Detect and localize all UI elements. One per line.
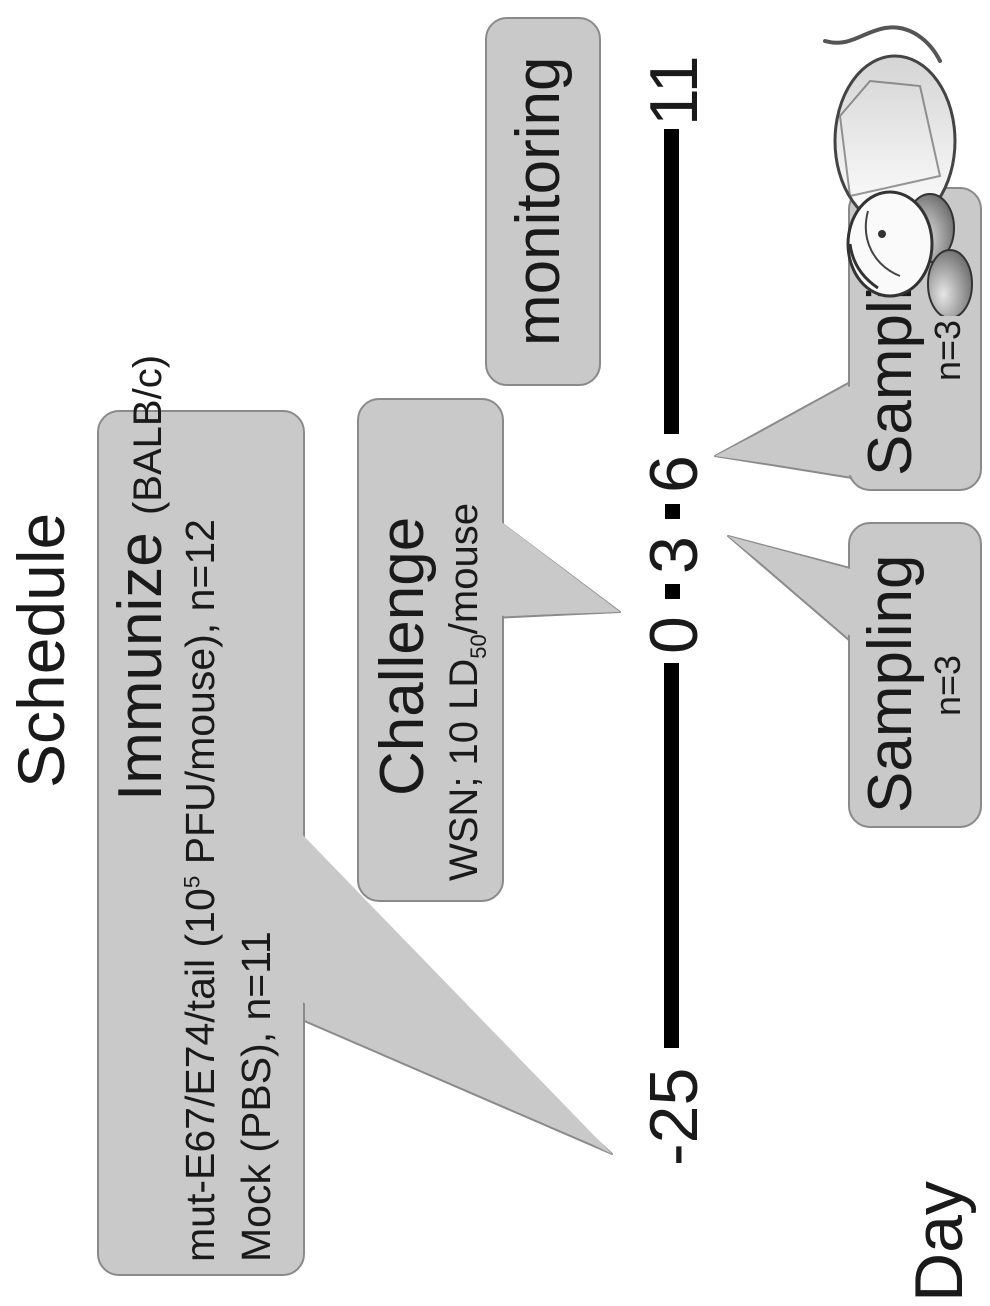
day-11: 11 <box>636 55 712 126</box>
mouse-icon <box>823 25 973 316</box>
monitoring-label: monitoring <box>504 56 573 346</box>
day-3: 3 <box>636 536 712 574</box>
timeline-bar-6-11 <box>664 129 679 434</box>
timeline-bar-immunize-to-challenge <box>664 663 679 1048</box>
challenge-heading: Challenge <box>368 516 437 796</box>
day-6: 6 <box>636 455 712 493</box>
challenge-detail: WSN; 10 LD50/mouse <box>442 503 491 881</box>
sampling-1-label: Sampling <box>856 554 925 813</box>
day-0: 0 <box>636 616 712 654</box>
immunize-line-1: mut-E67/E74/tail (105 PFU/mouse), n=12 <box>177 519 223 1262</box>
timeline-bar-3-6 <box>665 504 680 519</box>
diagram-title: Schedule <box>4 512 78 788</box>
sampling-1-count: n=3 <box>927 654 968 716</box>
immunize-strain: (BALB/c) <box>126 354 170 516</box>
timeline-bar-0-3 <box>665 584 680 599</box>
immunize-heading: Immunize (BALB/c) <box>106 354 175 801</box>
day-axis-label: Day <box>901 1181 977 1302</box>
immunize-line-2: Mock (PBS), n=11 <box>233 931 279 1262</box>
sampling-2-count: n=3 <box>927 319 968 381</box>
day-minus-25: -25 <box>636 1067 712 1166</box>
